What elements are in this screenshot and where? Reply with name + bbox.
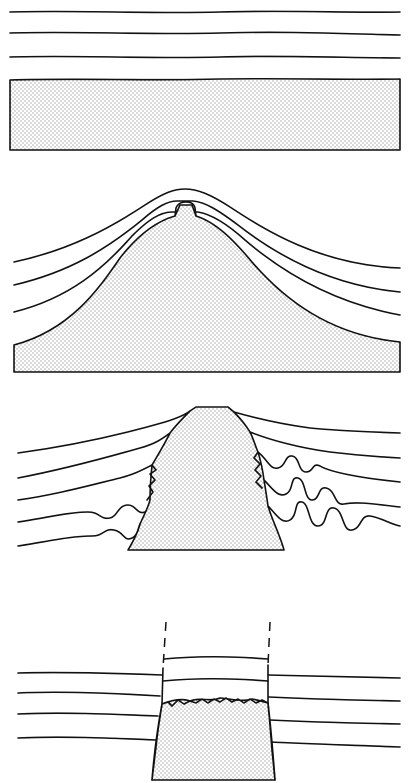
stage-2-stratum-1 [13, 188, 401, 269]
stage-4-right-fault-upper [267, 621, 271, 666]
stage-4-salt-plug-body [151, 697, 276, 781]
stage-4-left-fault-wall [151, 667, 164, 781]
stage-4-plug-stratum-1 [163, 655, 269, 660]
stage-4-right-fault-wall [267, 664, 276, 781]
stage-4-salt-top-contact [161, 697, 269, 707]
stage-4-right-stratum-3 [269, 719, 401, 725]
stage-3-salt-diapir [127, 406, 285, 551]
stage-4-plug-stratum-2 [162, 677, 269, 682]
stage-3-left-stratum-1 [17, 410, 191, 454]
stage-4-left-stratum-1 [17, 671, 163, 676]
stage-3-left-stratum-3 [17, 464, 153, 501]
stage-1-stratum-1 [9, 10, 401, 14]
stage-1-salt-bed [9, 77, 401, 151]
stage-4-left-stratum-3 [17, 712, 159, 717]
stage-4-right-stratum-4 [270, 741, 401, 748]
stage-4-left-stratum-4 [17, 736, 157, 741]
stage-4-right-stratum-1 [267, 674, 401, 679]
stage-3-right-stratum-4 [263, 477, 401, 508]
stage-3-right-stratum-5 [267, 501, 401, 531]
stage-2-stratum-3 [13, 211, 401, 316]
stage-3-right-contact [253, 451, 263, 489]
stage-3-piercing-diapir [17, 406, 401, 551]
stage-4-right-stratum-2 [268, 696, 401, 702]
stage-1-stratum-2 [9, 31, 401, 36]
stage-3-right-stratum-3 [257, 451, 401, 483]
stage-3-left-contact [146, 464, 157, 501]
stage-3-right-stratum-1 [233, 411, 401, 434]
stage-2-salt-dome [13, 188, 401, 373]
stage-3-left-stratum-5 [17, 523, 141, 547]
stage-3-right-stratum-2 [249, 431, 401, 459]
stage-4-left-fault-upper [162, 621, 167, 669]
stage-2-stratum-2 [13, 200, 401, 293]
stage-1-stratum-3 [9, 55, 401, 59]
stage-4-left-stratum-2 [17, 691, 161, 697]
stage-1-flat-layers [9, 10, 401, 151]
stage-3-left-stratum-2 [17, 432, 171, 479]
stage-3-left-stratum-4 [17, 499, 151, 523]
stage-4-salt-plug [17, 621, 401, 781]
stage-2-salt-knob [174, 201, 197, 217]
